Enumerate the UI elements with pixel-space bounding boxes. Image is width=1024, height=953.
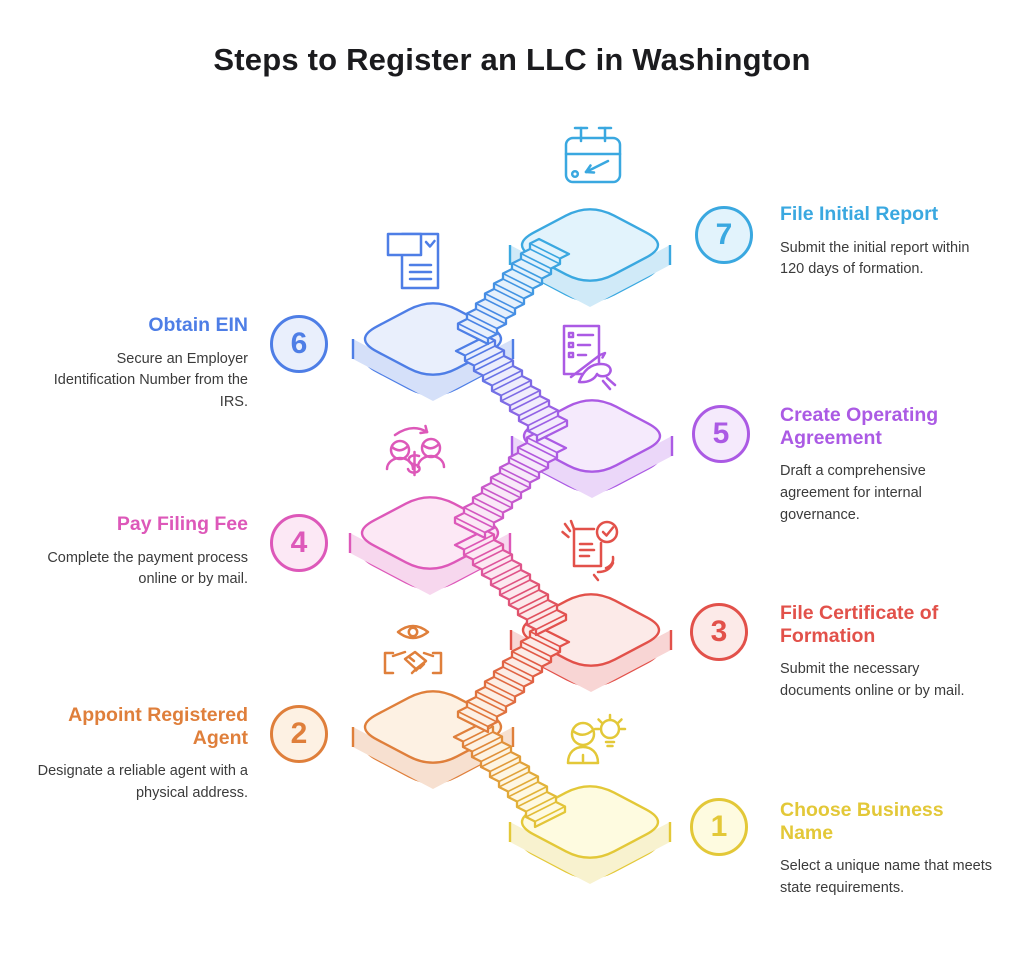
step-text-block: Choose Business Name Select a unique nam… bbox=[780, 799, 1000, 900]
step-number-badge: 3 bbox=[690, 603, 748, 661]
step-text-block: Obtain EIN Secure an Employer Identifica… bbox=[36, 314, 248, 414]
step-description: Select a unique name that meets state re… bbox=[780, 858, 992, 896]
step-description: Secure an Employer Identification Number… bbox=[53, 350, 248, 411]
step-title: Choose Business Name bbox=[780, 799, 944, 844]
step-text-block: File Certificate of Formation Submit the… bbox=[780, 602, 990, 703]
step-text-block: Pay Filing Fee Complete the payment proc… bbox=[36, 513, 248, 591]
step-title: Pay Filing Fee bbox=[116, 513, 248, 535]
form-checklist-icon bbox=[386, 232, 440, 290]
step-number-badge: 6 bbox=[270, 315, 328, 373]
step-title: Create Operating Agreement bbox=[780, 404, 939, 449]
step-title: Appoint Registered Agent bbox=[68, 704, 248, 749]
stairs-flight-6-7 bbox=[456, 237, 571, 346]
step-number-badge: 4 bbox=[270, 514, 328, 572]
stairs-flight-4-5 bbox=[453, 431, 568, 540]
step-description: Submit the necessary documents online or… bbox=[780, 661, 965, 699]
signing-document-icon bbox=[562, 324, 617, 391]
step-number-badge: 2 bbox=[270, 705, 328, 763]
step-number-badge: 1 bbox=[690, 798, 748, 856]
step-title: File Initial Report bbox=[780, 203, 939, 225]
stairs-flight-5-6 bbox=[454, 334, 569, 443]
approved-document-icon bbox=[561, 519, 619, 582]
step-description: Draft a comprehensive agreement for inte… bbox=[780, 463, 926, 523]
step-title: File Certificate of Formation bbox=[780, 602, 939, 647]
stairs-flight-3-4 bbox=[453, 528, 568, 637]
platform-step-1 bbox=[508, 785, 672, 884]
step-description: Submit the initial report within 120 day… bbox=[780, 239, 970, 278]
step-text-block: File Initial Report Submit the initial r… bbox=[780, 203, 995, 281]
page-title: Steps to Register an LLC in Washington bbox=[213, 42, 811, 77]
step-text-block: Appoint Registered Agent Designate a rel… bbox=[36, 704, 248, 805]
payment-transfer-icon bbox=[385, 424, 446, 477]
stairs-flight-1-2 bbox=[452, 720, 567, 829]
trusted-agent-icon bbox=[383, 624, 443, 675]
step-description: Designate a reliable agent with a physic… bbox=[37, 763, 248, 801]
step-description: Complete the payment process online or b… bbox=[47, 549, 248, 588]
step-title: Obtain EIN bbox=[148, 314, 248, 336]
step-number-badge: 7 bbox=[695, 206, 753, 264]
platform-step-2 bbox=[351, 690, 515, 789]
step-text-block: Create Operating Agreement Draft a compr… bbox=[780, 404, 990, 526]
calendar-deadline-icon bbox=[564, 126, 622, 184]
step-number-badge: 5 bbox=[692, 405, 750, 463]
idea-person-icon bbox=[566, 713, 627, 765]
stairs-flight-2-3 bbox=[456, 625, 571, 734]
